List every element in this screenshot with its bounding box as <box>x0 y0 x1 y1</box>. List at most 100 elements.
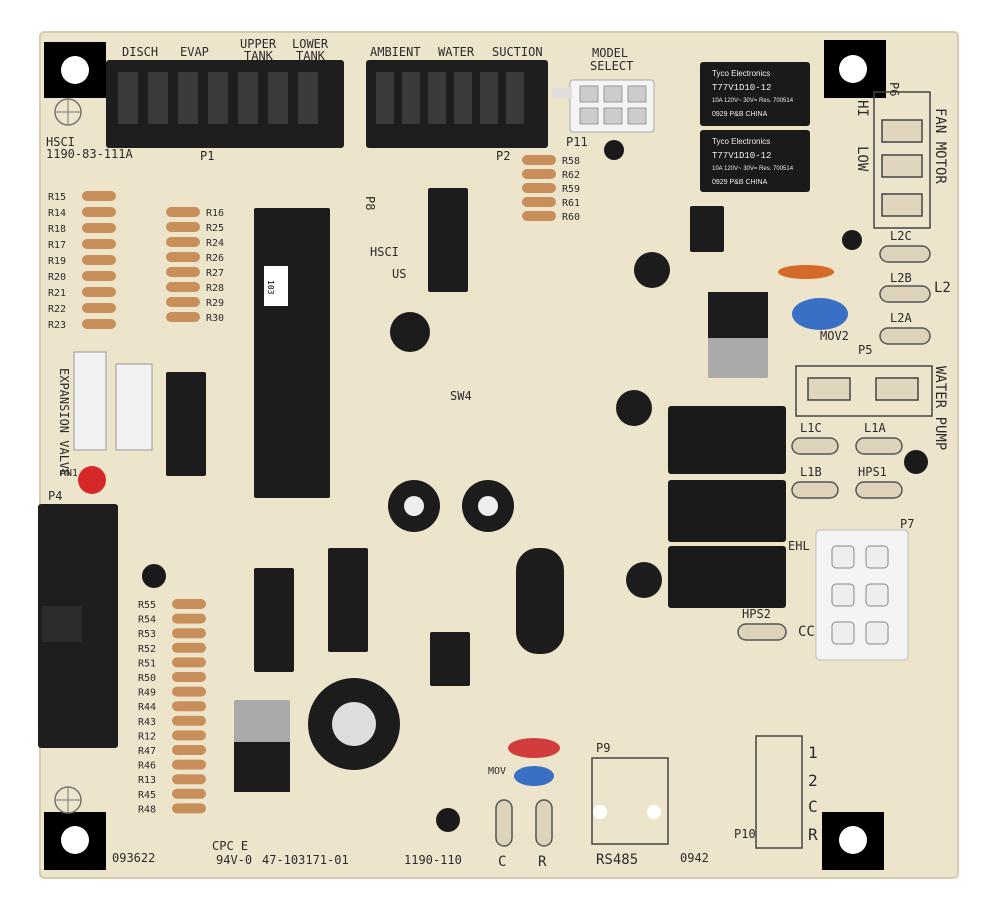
ehl-label: EHL <box>788 539 810 553</box>
ul-mark: US <box>392 267 406 281</box>
resistor-label: R21 <box>48 288 66 299</box>
relay-1: Tyco Electronics T77V1D10-12 10A 120V~ 3… <box>700 62 810 126</box>
relay-1-origin: 0929 P&B CHINA <box>712 111 768 118</box>
relay-2-brand: Tyco Electronics <box>712 137 770 146</box>
rs485-label: RS485 <box>596 852 638 868</box>
p5-ref: P5 <box>858 343 872 357</box>
resistor <box>82 223 116 233</box>
hi-label: HI <box>854 100 870 117</box>
p11-ref: P11 <box>566 135 588 149</box>
p1-ref: P1 <box>200 149 214 163</box>
p9-ref: P9 <box>596 741 610 755</box>
part-number: 1190-83-111A <box>46 147 133 161</box>
resistor-label: R51 <box>138 658 156 669</box>
resistor <box>172 759 206 770</box>
water-pump-label: WATER PUMP <box>932 366 948 450</box>
resistor-label: R15 <box>48 192 66 203</box>
resistor <box>522 211 556 221</box>
relay-2: Tyco Electronics T77V1D10-12 10A 120V~ 3… <box>700 130 810 192</box>
resistor-label: R54 <box>138 615 156 626</box>
p10-pin-c: C <box>808 797 818 816</box>
firmware-id: 1190-110 <box>404 853 462 867</box>
resistor <box>172 613 206 624</box>
l3-inductor <box>516 548 564 654</box>
resistor <box>82 239 116 249</box>
model-select-connector <box>552 79 655 133</box>
chip-label: 103 <box>266 280 275 295</box>
an1-label: AN1 <box>60 468 78 479</box>
resistor-label: R61 <box>562 198 580 209</box>
resistor-label: R30 <box>206 313 224 324</box>
resistor-label: R14 <box>48 208 66 219</box>
date-code: 0942 <box>680 851 709 865</box>
fan-motor-label: FAN MOTOR <box>932 108 948 184</box>
mov2-label: MOV2 <box>820 329 849 343</box>
relay-1-model: T77V1D10-12 <box>712 83 771 93</box>
p1-label-evap: EVAP <box>180 45 209 59</box>
l1c-label: L1C <box>800 421 822 435</box>
rating-mark: 94V-0 <box>216 853 252 867</box>
resistor <box>166 237 200 247</box>
resistor <box>172 686 206 697</box>
resistor-label: R44 <box>138 702 156 713</box>
expansion-valve-connectors <box>73 351 153 451</box>
p1-label-disch: DISCH <box>122 45 158 59</box>
resistor-label: R58 <box>562 156 580 167</box>
l2c-label: L2C <box>890 229 912 243</box>
l1a-label: L1A <box>864 421 886 435</box>
relay-2-model: T77V1D10-12 <box>712 151 771 161</box>
resistor <box>522 169 556 179</box>
p10-ref: P10 <box>734 827 756 841</box>
resistor <box>172 657 206 668</box>
resistor-label: R59 <box>562 184 580 195</box>
p2-label-water: WATER <box>438 45 475 59</box>
l2a-label: L2A <box>890 311 912 325</box>
resistor-label: R12 <box>138 731 156 742</box>
p1-label-upper: UPPER <box>240 37 277 51</box>
an1-led <box>78 466 106 494</box>
resistor <box>166 312 200 322</box>
p2-label-ambient: AMBIENT <box>370 45 421 59</box>
ic-packages <box>166 188 724 686</box>
electrolytic-capacitors <box>308 252 670 770</box>
fan-motor-terminals <box>873 91 931 229</box>
resistor <box>172 774 206 785</box>
voltage-regulators <box>234 292 768 792</box>
mov1-red <box>508 738 560 758</box>
l1-terminals <box>737 437 903 641</box>
p7-connector <box>815 529 909 661</box>
resistor <box>82 287 116 297</box>
resistor-label: R17 <box>48 240 66 251</box>
board-id: 47-103171-01 <box>262 853 349 867</box>
c15-capacitor <box>778 265 834 279</box>
resistor-label: R18 <box>48 224 66 235</box>
resistor-label: R20 <box>48 272 66 283</box>
resistor-label: R29 <box>206 298 224 309</box>
microcontroller: 103 <box>254 208 330 498</box>
resistor-label: R19 <box>48 256 66 267</box>
p1-label-lower: LOWER <box>292 37 329 51</box>
resistor <box>166 207 200 217</box>
resistor <box>172 803 206 814</box>
sw4-ref: SW4 <box>450 389 472 403</box>
misc-black-parts <box>142 140 928 832</box>
resistor <box>172 701 206 712</box>
relay-1-rating: 10A 120V~ 30V= Res. 700514 <box>712 98 794 104</box>
resistor <box>172 628 206 639</box>
p10-pin-1: 1 <box>808 743 818 762</box>
mov2-varistor <box>792 298 848 330</box>
c-terminal-label: C <box>498 854 506 870</box>
water-pump-terminals <box>795 365 933 417</box>
resistor-label: R55 <box>138 600 156 611</box>
l2-terminals <box>879 245 931 345</box>
p2-connector <box>366 60 548 148</box>
resistor <box>166 222 200 232</box>
expansion-valve-label: EXPANSION VALVE <box>57 368 71 476</box>
p6-ref: P6 <box>887 82 901 96</box>
resistor-label: R49 <box>138 688 156 699</box>
hps1-label: HPS1 <box>858 465 887 479</box>
p1-connector <box>106 60 344 148</box>
